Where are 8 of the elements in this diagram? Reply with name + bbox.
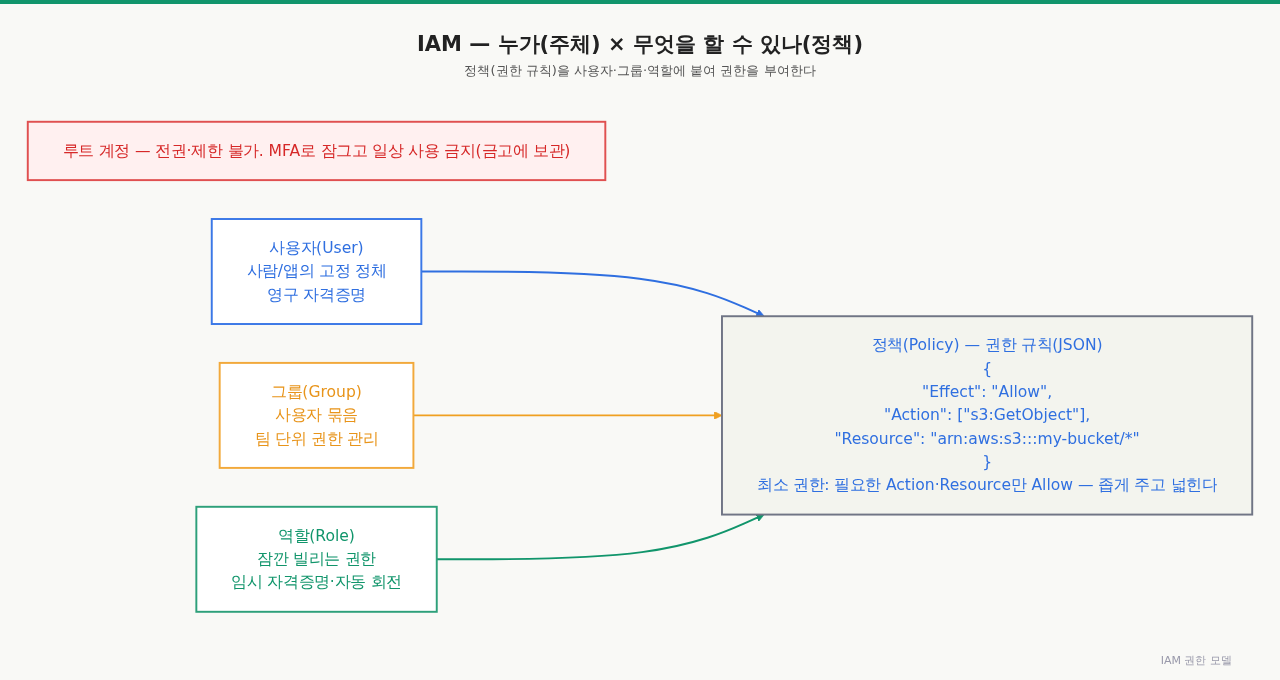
- subtitle: 정책(권한 규칙)을 사용자·그룹·역할에 붙여 권한을 부여한다: [463, 62, 817, 80]
- node-box: 그룹(Group) 사용자 묶음 팀 단위 권한 관리: [218, 362, 415, 470]
- node-box: 역할(Role) 잠깐 빌리는 권한 임시 자격증명·자동 회전: [195, 506, 438, 613]
- diagram-caption: IAM 권한 모델: [1160, 653, 1232, 668]
- node-box: 사용자(User) 사람/앱의 고정 정체 영구 자격증명: [210, 218, 423, 326]
- node-box: 정책(Policy) — 권한 규칙(JSON) { "Effect": "Allow", "Action": ["s3:GetObject"], "Resource": "arn:aws:s3:::my-bucket/*" } 최소 권한: 필요한 Action·Resource만 Allow — 좁게 주고 넓힌다: [721, 315, 1254, 516]
- diagram-title: IAM — 누가(주체) × 무엇을 할 수 있나(정책): [415, 31, 865, 58]
- node-box: 루트 계정 — 전권·제한 불가. MFA로 잠그고 일상 사용 금지(금고에 보관): [26, 121, 607, 182]
